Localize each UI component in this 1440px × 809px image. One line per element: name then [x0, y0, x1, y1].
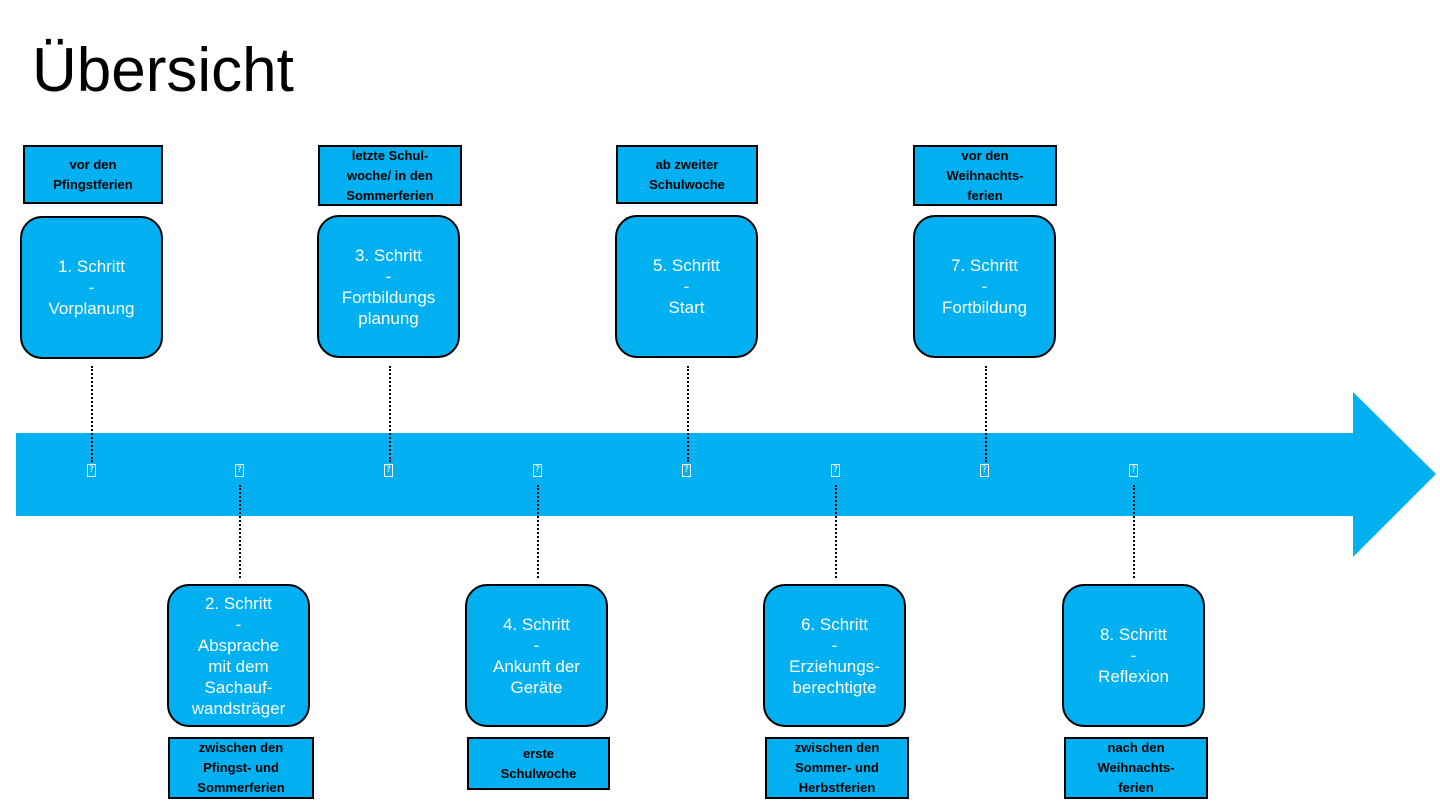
step-6-marker: ?	[831, 464, 840, 477]
step-5-marker: ?	[682, 464, 691, 477]
step-6-box: 6. Schritt - Erziehungs- berechtigte	[763, 584, 906, 727]
step-1-timing: vor den Pfingstferien	[23, 145, 163, 204]
step-1-marker: ?	[87, 464, 96, 477]
step-3-connector	[389, 366, 391, 462]
step-2-timing: zwischen den Pfingst- und Sommerferien	[168, 737, 314, 799]
step-3-marker: ?	[384, 464, 393, 477]
step-8-marker: ?	[1129, 464, 1138, 477]
page-title: Übersicht	[32, 36, 294, 105]
step-3-timing: letzte Schul- woche/ in den Sommerferien	[318, 145, 462, 206]
step-1-box: 1. Schritt - Vorplanung	[20, 216, 163, 359]
step-4-box: 4. Schritt - Ankunft der Geräte	[465, 584, 608, 727]
step-5-timing: ab zweiter Schulwoche	[616, 145, 758, 204]
step-7-timing: vor den Weihnachts- ferien	[913, 145, 1057, 206]
step-8-timing: nach den Weihnachts- ferien	[1064, 737, 1208, 799]
step-6-timing: zwischen den Sommer- und Herbstferien	[765, 737, 909, 799]
step-7-connector	[985, 366, 987, 462]
step-7-box: 7. Schritt - Fortbildung	[913, 215, 1056, 358]
step-3-box: 3. Schritt - Fortbildungs planung	[317, 215, 460, 358]
step-7-marker: ?	[980, 464, 989, 477]
step-6-connector	[835, 485, 837, 578]
step-2-marker: ?	[235, 464, 244, 477]
step-1-connector	[91, 366, 93, 462]
step-4-timing: erste Schulwoche	[467, 737, 610, 790]
step-8-box: 8. Schritt - Reflexion	[1062, 584, 1205, 727]
step-4-marker: ?	[533, 464, 542, 477]
step-2-connector	[239, 485, 241, 578]
step-5-box: 5. Schritt - Start	[615, 215, 758, 358]
step-4-connector	[537, 485, 539, 578]
step-2-box: 2. Schritt - Absprache mit dem Sachauf- …	[167, 584, 310, 727]
step-8-connector	[1133, 485, 1135, 578]
step-5-connector	[687, 366, 689, 462]
